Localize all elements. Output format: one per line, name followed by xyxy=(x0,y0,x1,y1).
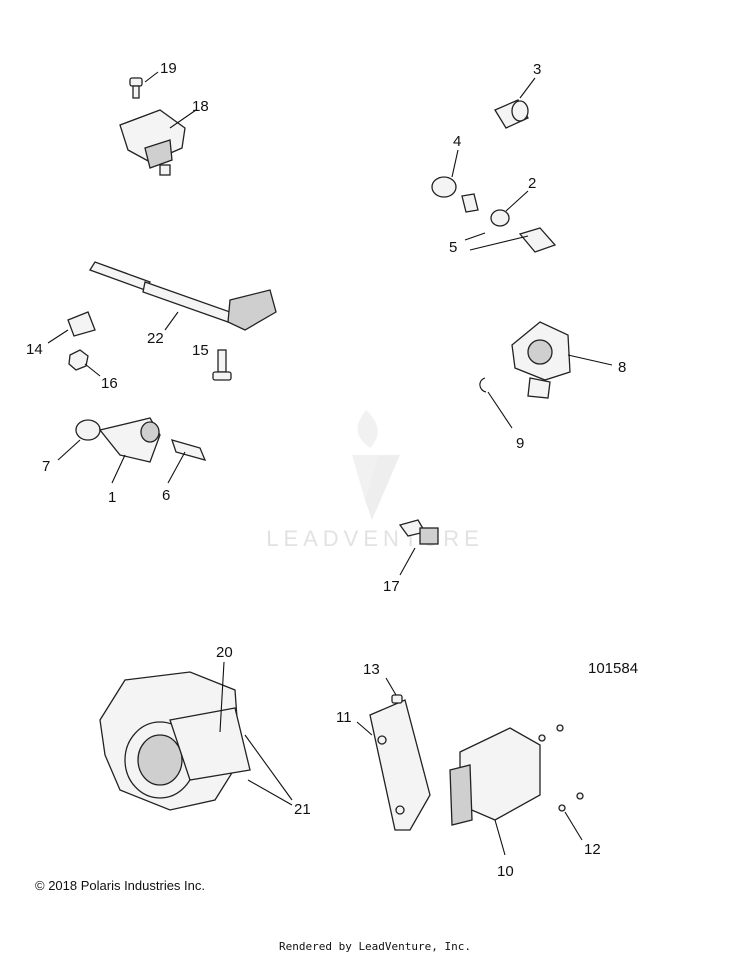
callout-1: 1 xyxy=(108,489,116,506)
part-16-nut xyxy=(68,349,101,377)
part-14-clip xyxy=(47,311,96,344)
part-5-sensor xyxy=(464,227,557,253)
callout-12: 12 xyxy=(584,841,601,858)
watermark-logo-icon xyxy=(352,410,400,520)
part-8-knock-sensor xyxy=(511,321,613,399)
callout-4: 4 xyxy=(453,133,461,150)
part-18-sensor xyxy=(119,109,197,176)
drawing-number: 101584 xyxy=(588,660,638,677)
callout-20: 20 xyxy=(216,644,233,661)
part-1-cam-sensor xyxy=(98,417,161,484)
part-15-bolt xyxy=(212,349,232,381)
part-12-screws xyxy=(538,724,584,841)
part-6-pin xyxy=(167,439,207,484)
callout-13: 13 xyxy=(363,661,380,678)
watermark: LEADVENTURE xyxy=(266,410,484,551)
callout-11: 11 xyxy=(336,709,352,726)
callout-7: 7 xyxy=(42,458,50,475)
callout-6: 6 xyxy=(162,487,170,504)
part-22-speed-sensor xyxy=(89,261,277,331)
part-2-ring xyxy=(490,190,529,227)
watermark-text: LEADVENTURE xyxy=(266,526,484,551)
callout-8: 8 xyxy=(618,359,626,376)
copyright-text: © 2018 Polaris Industries Inc. xyxy=(35,878,205,893)
callout-2: 2 xyxy=(528,175,536,192)
part-19-bolt xyxy=(129,71,159,99)
callout-17: 17 xyxy=(383,578,400,595)
rendered-by-text: Rendered by LeadVenture, Inc. xyxy=(278,940,472,953)
callout-15: 15 xyxy=(192,342,209,359)
part-5-bracket xyxy=(461,193,479,213)
callout-18: 18 xyxy=(192,98,209,115)
callout-19: 19 xyxy=(160,60,177,77)
part-9-retainer xyxy=(479,377,513,429)
part-7-o-ring xyxy=(57,419,101,461)
callout-16: 16 xyxy=(101,375,118,392)
callout-14: 14 xyxy=(26,341,43,358)
callout-9: 9 xyxy=(516,435,524,452)
part-17-temp-sensor xyxy=(398,519,439,576)
part-3-fitting xyxy=(494,77,536,129)
part-20-throttle-body xyxy=(99,661,293,811)
callout-22: 22 xyxy=(147,330,164,347)
part-10-ecu xyxy=(449,727,541,856)
part-11-bracket xyxy=(356,699,431,831)
part-4-cap xyxy=(431,149,459,198)
callout-3: 3 xyxy=(533,61,541,78)
callout-5: 5 xyxy=(449,239,457,256)
callout-10: 10 xyxy=(497,863,514,880)
callout-21: 21 xyxy=(294,801,311,818)
part-13-bolt xyxy=(385,677,403,704)
